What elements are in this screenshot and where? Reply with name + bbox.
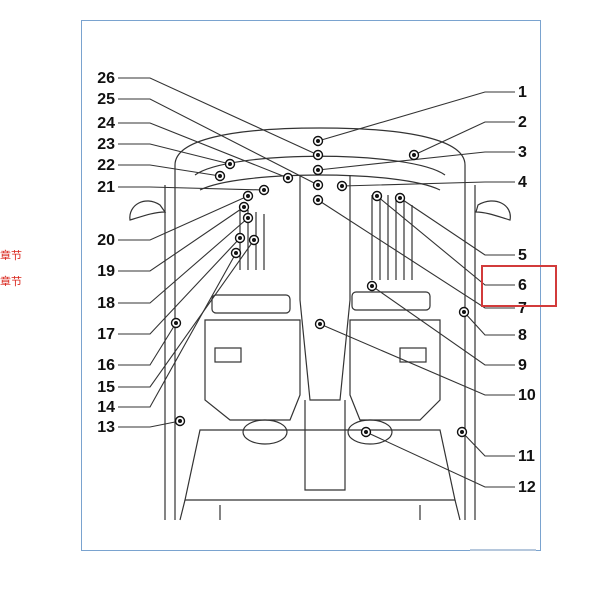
callout-number-17: 17 <box>97 326 115 343</box>
callout-number-1: 1 <box>518 84 527 101</box>
callout-number-15: 15 <box>97 379 115 396</box>
callout-number-19: 19 <box>97 263 115 280</box>
callout-leader-line <box>118 77 319 156</box>
callout-leader-line <box>118 164 221 177</box>
ground-point-icon <box>312 164 324 176</box>
ground-point-icon <box>394 192 406 204</box>
callout-number-8: 8 <box>518 327 527 344</box>
ground-point-icon <box>238 201 250 213</box>
callout-number-18: 18 <box>97 295 115 312</box>
callout-number-4: 4 <box>518 174 527 191</box>
callout-number-16: 16 <box>97 357 115 374</box>
ground-point-icon <box>456 426 468 438</box>
ground-point-icon <box>312 194 324 206</box>
callout-leader-line <box>317 151 515 171</box>
ground-point-icon <box>224 158 236 170</box>
ground-point-icon <box>366 280 378 292</box>
callout-number-22: 22 <box>97 157 115 174</box>
callout-number-5: 5 <box>518 247 527 264</box>
ground-point-icon <box>371 190 383 202</box>
callout-number-11: 11 <box>518 448 535 465</box>
ground-point-icon <box>174 415 186 427</box>
ground-point-icon <box>312 179 324 191</box>
ground-point-icon <box>234 232 246 244</box>
callout-leader-line <box>365 431 515 488</box>
callout-number-24: 24 <box>97 115 115 132</box>
callout-leader-line <box>371 285 515 366</box>
callout-leader-line <box>118 143 231 165</box>
callout-leader-line <box>118 420 181 428</box>
callout-leader-line <box>118 237 241 335</box>
callout-number-6: 6 <box>518 277 527 294</box>
ground-point-icon <box>314 318 326 330</box>
callout-number-3: 3 <box>518 144 527 161</box>
callout-number-14: 14 <box>97 399 115 416</box>
callout-number-9: 9 <box>518 357 527 374</box>
callout-number-10: 10 <box>518 387 536 404</box>
callout-leader-line <box>461 431 515 457</box>
callout-leader-line <box>399 197 515 256</box>
callout-number-26: 26 <box>97 70 115 87</box>
callout-leader-line <box>118 98 319 186</box>
callout-leader-line <box>118 217 249 304</box>
highlighted-callout-box <box>481 265 557 307</box>
bottom-rule <box>470 549 536 551</box>
callout-leader-line <box>463 311 515 336</box>
ground-point-icon <box>242 212 254 224</box>
callout-number-23: 23 <box>97 136 115 153</box>
ground-point-icon <box>360 426 372 438</box>
callout-leader-line <box>118 186 265 191</box>
callout-leader-line <box>118 322 177 366</box>
diagram-frame <box>81 20 541 551</box>
ground-point-icon <box>170 317 182 329</box>
side-note-chapter[interactable]: 章节 <box>0 249 22 262</box>
ground-point-icon <box>214 170 226 182</box>
callout-leader-line <box>317 199 515 309</box>
callout-leader-line <box>376 195 515 286</box>
callout-number-20: 20 <box>97 232 115 249</box>
callout-number-12: 12 <box>518 479 536 496</box>
callout-leader-line <box>118 239 255 388</box>
callout-labels: 1234567891011122625242322212019181716151… <box>97 70 536 496</box>
callout-number-2: 2 <box>518 114 527 131</box>
callout-number-13: 13 <box>97 419 115 436</box>
callout-leader-line <box>317 91 515 142</box>
ground-point-icon <box>258 184 270 196</box>
ground-point-icon <box>242 190 254 202</box>
callout-leader-line <box>118 122 289 179</box>
callout-leader-line <box>118 195 249 241</box>
callout-leader-line <box>341 181 515 187</box>
ground-point-icon <box>230 247 242 259</box>
callout-leader-line <box>118 206 245 272</box>
callout-leader-line <box>118 252 237 408</box>
ground-point-icon <box>248 234 260 246</box>
callout-number-25: 25 <box>97 91 115 108</box>
ground-point-icon <box>458 306 470 318</box>
side-note-chapter[interactable]: 章节 <box>0 275 22 288</box>
callout-leader-line <box>319 323 515 396</box>
ground-point-icon <box>336 180 348 192</box>
callout-leader-line <box>413 121 515 156</box>
callout-leaders <box>118 77 515 488</box>
callout-number-7: 7 <box>518 300 527 317</box>
ground-points <box>170 135 470 438</box>
callout-number-21: 21 <box>97 179 115 196</box>
ground-point-icon <box>408 149 420 161</box>
ground-point-icon <box>312 135 324 147</box>
ground-point-icon <box>312 149 324 161</box>
ground-point-icon <box>282 172 294 184</box>
